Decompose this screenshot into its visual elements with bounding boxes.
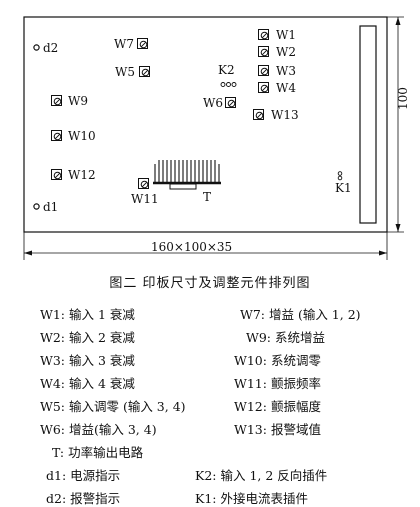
label-k1: K1 [335, 181, 352, 195]
label-k2: K2 [218, 63, 235, 77]
trimmer-w4-icon [258, 82, 269, 93]
label-w2: W2 [276, 45, 296, 59]
label-w11: W11 [131, 192, 159, 206]
trimmer-w13-icon [253, 109, 264, 120]
legend-k2: K2: 输入 1, 2 反向插件 [195, 468, 328, 483]
height-arrow-top [395, 17, 401, 25]
label-w10: W10 [68, 129, 96, 143]
label-w12: W12 [68, 168, 96, 182]
label-w1: W1 [276, 28, 296, 42]
trimmer-w1-icon [258, 29, 269, 40]
trimmer-w2-icon [258, 46, 269, 57]
legend-t: T: 功率输出电路 [52, 445, 144, 460]
legend-k1: K1: 外接电流表插件 [195, 491, 308, 506]
bottom-dimension: 160×100×35 [151, 240, 233, 254]
legend-w7: W7: 增益 (输入 1, 2) [240, 307, 361, 322]
legend-w12: W12: 颤振幅度 [234, 399, 321, 414]
led-d2-icon [33, 44, 40, 51]
power-transistor [169, 183, 197, 190]
board-diagram [23, 16, 404, 260]
label-d2: d2 [43, 41, 59, 55]
trimmer-w11-icon [138, 178, 149, 189]
width-arrow-left [24, 250, 32, 256]
legend-w5: W5: 输入调零 (输入 3, 4) [40, 399, 186, 414]
heatsink-icon [153, 160, 221, 185]
k2-connector-icon [220, 82, 237, 87]
label-w7: W7 [114, 37, 134, 51]
width-arrow-right [379, 250, 387, 256]
legend-d1: d1: 电源指示 [46, 468, 121, 483]
legend-w1: W1: 输入 1 衰减 [40, 307, 135, 322]
legend-w10: W10: 系统调零 [234, 353, 321, 368]
label-w4: W4 [276, 81, 296, 95]
label-w3: W3 [276, 64, 296, 78]
label-t: T [203, 190, 212, 204]
legend-w11: W11: 颤振频率 [234, 376, 321, 391]
label-w6: W6 [203, 96, 223, 110]
trimmer-w3-icon [258, 65, 269, 76]
label-w9: W9 [68, 94, 88, 108]
trimmer-w9-icon [51, 95, 62, 106]
trimmer-w10-icon [51, 130, 62, 141]
legend-d2: d2: 报警指示 [46, 491, 121, 506]
trimmer-w6-icon [225, 97, 236, 108]
legend-w4: W4: 输入 4 衰减 [40, 376, 135, 391]
legend-w6: W6: 增益(输入 3, 4) [40, 422, 157, 437]
label-w13: W13 [271, 108, 299, 122]
label-w5: W5 [115, 65, 135, 79]
led-d1-icon [33, 203, 40, 210]
height-arrow-bottom [395, 224, 401, 232]
label-d1: d1 [43, 200, 59, 214]
height-dimension: 100 [396, 87, 410, 110]
figure-caption: 图二 印板尺寸及调整元件排列图 [109, 276, 311, 291]
board-outline [23, 16, 388, 233]
legend-w9: W9: 系统增益 [246, 330, 325, 345]
legend-w13: W13: 报警域值 [234, 422, 321, 437]
edge-connector [359, 25, 377, 224]
trimmer-w7-icon [137, 38, 148, 49]
trimmer-w5-icon [139, 66, 150, 77]
legend-w2: W2: 输入 2 衰减 [40, 330, 135, 345]
legend-w3: W3: 输入 3 衰减 [40, 353, 135, 368]
k1-connector-icon [337, 171, 343, 181]
trimmer-w12-icon [51, 169, 62, 180]
